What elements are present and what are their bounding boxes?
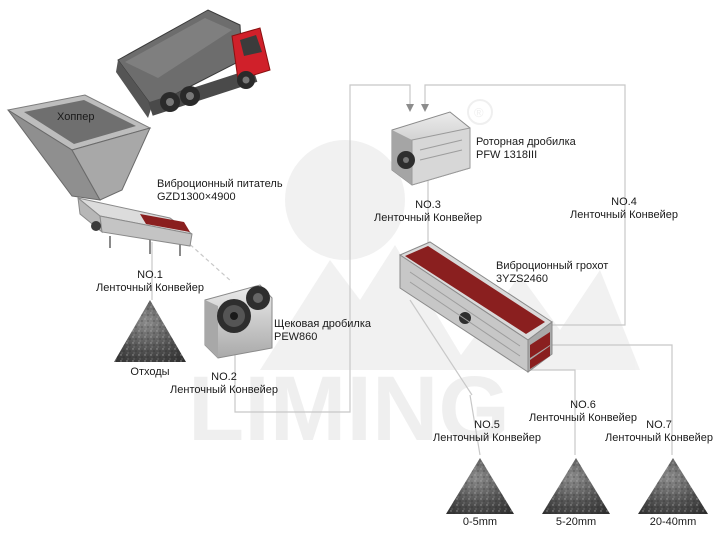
conveyor1-label: NO.1 Ленточный Конвейер [88,269,212,295]
conveyor3-name: Ленточный Конвейер [374,212,482,224]
jaw-crusher-label: Щековая дробилка PEW860 [274,318,371,344]
vibrating-feeder [77,196,193,256]
waste-label: Отходы [130,366,170,378]
hopper-label: Хоппер [57,111,95,123]
feeder-model: GZD1300×4900 [157,191,236,203]
jaw-crusher [204,284,273,359]
screen-label: Виброционный грохот 3YZS2460 [496,260,608,286]
product-pile-20-40mm [638,458,708,514]
watermark-brand: LIMING [188,358,510,460]
conveyor4-number: NO.4 [611,196,637,208]
conveyor6-number: NO.6 [570,399,596,411]
conveyor7-line [552,344,673,455]
screen-model: 3YZS2460 [496,273,548,285]
conveyor2-number: NO.2 [211,371,237,383]
jaw-crusher-model: PEW860 [274,331,318,343]
conveyor4-label: NO.4 Ленточный Конвейер [562,196,686,222]
conveyor6-line [530,369,576,455]
conveyor1-name: Ленточный Конвейер [96,282,204,294]
product-label-0-5mm: 0-5mm [462,516,498,528]
conveyor5-drop [469,394,481,456]
flow-lines [151,84,673,456]
impact-crusher-label: Роторная дробилка PFW 1318III [476,136,576,162]
conveyor3-label: NO.3 Ленточный Конвейер [366,199,490,225]
hopper [6,94,152,201]
feeder-to-jaw-line [184,239,233,283]
conveyor4-name: Ленточный Конвейер [570,209,678,221]
dump-truck [116,9,271,118]
product-label-5-20mm: 5-20mm [555,516,597,528]
jaw-crusher-name: Щековая дробилка [274,318,372,330]
conveyor7-number: NO.7 [646,419,672,431]
vibrating-screen [398,241,553,373]
product-label-20-40mm: 20-40mm [649,516,697,528]
conveyor3-number: NO.3 [415,199,441,211]
conveyor4-line [424,84,626,326]
conveyor1-number: NO.1 [137,269,163,281]
conveyor5-label: NO.5 Ленточный Конвейер [425,419,549,445]
product-pile-0-5mm [446,458,514,514]
conveyor6-label: NO.6 Ленточный Конвейер [521,399,645,425]
impact-crusher [391,111,471,186]
conveyor5-number: NO.5 [474,419,500,431]
feeder-name: Виброционный питатель [157,178,283,190]
conveyor7-name: Ленточный Конвейер [605,432,713,444]
conveyor6-name: Ленточный Конвейер [529,412,637,424]
feeder-label: Виброционный питатель GZD1300×4900 [157,178,283,204]
conveyor2-line [234,84,411,413]
conveyor7-label: NO.7 Ленточный Конвейер [598,419,720,445]
conveyor5-name: Ленточный Конвейер [433,432,541,444]
conveyor2-name: Ленточный Конвейер [170,384,278,396]
watermark-registered: ® [474,105,484,120]
impact-crusher-name: Роторная дробилка [476,136,576,148]
conveyor5-line [409,299,473,396]
waste-pile [114,300,186,362]
conveyor2-label: NO.2 Ленточный Конвейер [162,371,286,397]
impact-crusher-model: PFW 1318III [476,149,538,161]
screen-name: Виброционный грохот [496,260,609,272]
product-pile-5-20mm [542,458,610,514]
